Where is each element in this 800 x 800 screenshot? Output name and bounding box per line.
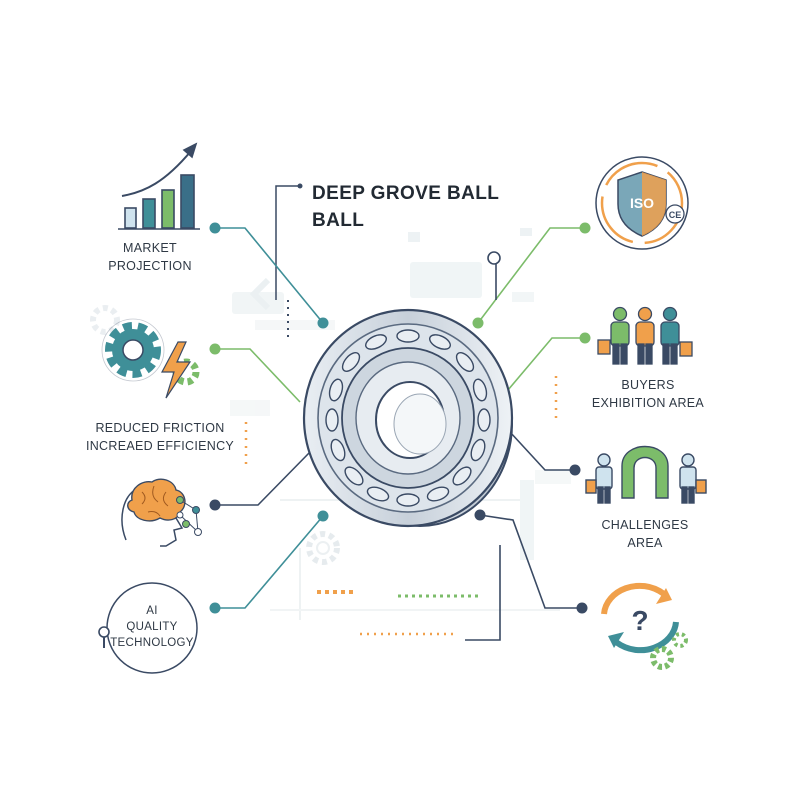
label-line: BUYERS <box>621 378 675 392</box>
label-ai-quality: AI QUALITY TECHNOLOGY <box>102 603 202 651</box>
label-line: AI <box>146 605 158 617</box>
label-reduced-friction: REDUCED FRICTION INCREAED EFFICIENCY <box>60 419 260 455</box>
buyers-group-icon <box>597 306 693 365</box>
connector-friction <box>215 348 301 403</box>
dashed-accents <box>244 300 558 636</box>
label-market-projection: MARKET PROJECTION <box>95 239 205 275</box>
diagram-title: DEEP GROVE BALL BALL <box>312 180 499 234</box>
connector-question <box>479 514 582 609</box>
label-line: EXHIBITION AREA <box>591 396 705 410</box>
connector-challenges <box>509 431 575 471</box>
magnifier-icon <box>98 626 110 648</box>
label-challenges-area: CHALLENGES AREA <box>585 516 705 552</box>
label-line: MARKET <box>123 241 177 255</box>
question-cycle-icon: ? <box>601 582 688 670</box>
label-buyers-exhibition: BUYERS EXHIBITION AREA <box>578 376 718 412</box>
label-line: REDUCED FRICTION <box>95 421 225 435</box>
label-line: TECHNOLOGY <box>110 637 194 649</box>
connector-dots <box>209 222 591 614</box>
ce-badge-text: CE <box>669 210 682 220</box>
connector-ai <box>215 515 324 609</box>
connectors <box>215 227 585 641</box>
label-line: CHALLENGES <box>601 518 689 532</box>
ball-bearing-icon <box>302 308 514 528</box>
title-line-1: DEEP GROVE BALL <box>312 183 500 204</box>
label-line: PROJECTION <box>108 259 192 273</box>
connector-bottom-bracket <box>465 545 501 641</box>
bearing-balls <box>325 329 491 507</box>
label-line: QUALITY <box>126 621 178 633</box>
title-line-2: BALL <box>312 210 365 231</box>
bar-chart-arrow-icon <box>118 142 200 230</box>
brain-head-icon <box>121 478 202 547</box>
connector-brain <box>215 451 311 506</box>
faint-gear-icon <box>306 531 340 565</box>
label-line: AREA <box>627 536 663 550</box>
label-line: INCREAED EFFICIENCY <box>85 439 235 453</box>
iso-shield-icon: ISO CE <box>595 156 689 250</box>
question-mark-glyph: ? <box>631 605 648 636</box>
faint-gear-icon-left <box>90 305 120 335</box>
connector-buyers <box>507 337 585 391</box>
arch-people-icon <box>585 445 707 504</box>
title-bracket <box>275 183 303 300</box>
gear-lightning-icon <box>101 318 200 399</box>
iso-badge-text: ISO <box>630 195 654 211</box>
connector-iso <box>477 227 585 324</box>
connector-market <box>215 227 324 324</box>
